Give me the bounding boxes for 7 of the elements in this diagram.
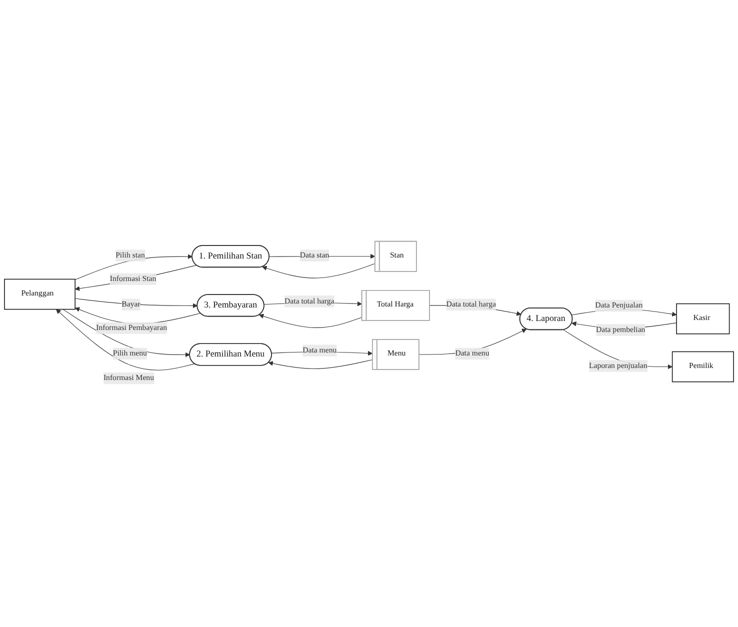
arrow [56,309,195,370]
arrow [262,263,376,278]
arrow [268,359,373,370]
arrow [258,314,362,328]
arrow [74,264,197,291]
arrow [62,309,190,358]
arrow [74,298,198,308]
